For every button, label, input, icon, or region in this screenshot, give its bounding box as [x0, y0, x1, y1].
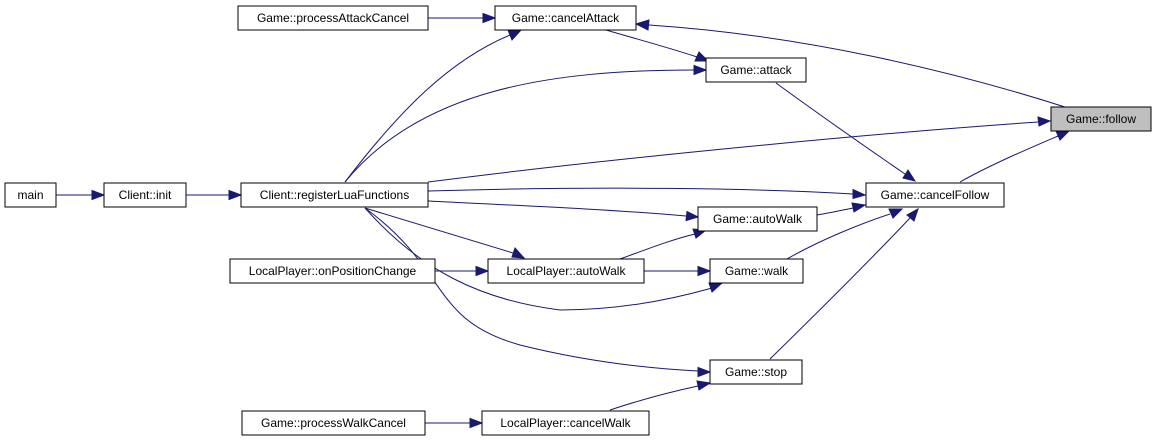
arrowhead [902, 169, 917, 182]
edge-game-stop-to-cancel-follow [769, 217, 911, 360]
edge-cancel-attack-to-attack [605, 29, 698, 58]
node-label: main [17, 188, 43, 202]
node-label: Client::init [119, 188, 172, 202]
node-label: Game::autoWalk [713, 212, 803, 226]
arrowhead [906, 207, 919, 222]
node-label: Game::cancelAttack [512, 11, 620, 25]
arrowhead [693, 64, 708, 76]
edges-layer [56, 12, 1071, 429]
arrowhead [888, 208, 904, 219]
edge-register-lua-to-follow [427, 121, 1039, 183]
node-client-init[interactable]: Client::init [103, 182, 187, 208]
arrowhead [697, 366, 712, 378]
node-local-player-auto-walk[interactable]: LocalPlayer::autoWalk [487, 258, 645, 284]
nodes-layer: Game::processAttackCancel Game::cancelAt… [4, 5, 1152, 436]
node-game-process-walk-cancel[interactable]: Game::processWalkCancel [241, 410, 426, 436]
node-label: Game::processAttackCancel [257, 11, 409, 25]
node-game-auto-walk[interactable]: Game::autoWalk [697, 206, 818, 232]
arrowhead [685, 210, 700, 222]
arrowhead [708, 282, 724, 293]
arrowhead [694, 51, 710, 62]
arrowhead [91, 189, 106, 201]
node-main[interactable]: main [4, 182, 57, 208]
edge-register-lua-to-cancel-attack [344, 34, 511, 183]
edge-register-lua-to-game-stop [364, 207, 699, 372]
arrowhead [469, 417, 484, 429]
edge-local-player-auto-walk-to-game-auto-walk [619, 233, 696, 260]
node-game-walk[interactable]: Game::walk [709, 258, 804, 284]
arrowhead [697, 265, 712, 277]
arrowhead [228, 189, 243, 201]
node-game-follow[interactable]: Game::follow [1050, 106, 1152, 132]
arrowhead [1055, 130, 1071, 141]
arrowhead [507, 29, 523, 41]
arrowhead [475, 265, 490, 277]
node-label: LocalPlayer::onPositionChange [249, 264, 417, 278]
node-label: Game::stop [725, 365, 787, 379]
edge-cancel-attack-to-follow [648, 24, 1069, 109]
node-label: Game::walk [725, 264, 789, 278]
arrowhead [1037, 116, 1052, 127]
edge-game-auto-walk-to-cancel-follow [816, 207, 854, 216]
arrowhead [511, 247, 526, 259]
node-client-register-lua-functions[interactable]: Client::registerLuaFunctions [240, 182, 429, 208]
arrowhead [696, 380, 712, 391]
node-label: LocalPlayer::cancelWalk [500, 416, 631, 430]
node-label: Client::registerLuaFunctions [260, 188, 409, 202]
edge-cancel-follow-to-follow [959, 135, 1059, 183]
node-game-cancel-attack[interactable]: Game::cancelAttack [494, 5, 637, 31]
node-label: Game::processWalkCancel [261, 416, 406, 430]
edge-register-lua-to-cancel-follow [427, 187, 854, 195]
edge-register-lua-to-attack [344, 69, 695, 183]
edge-attack-to-cancel-follow [775, 82, 906, 175]
node-game-process-attack-cancel[interactable]: Game::processAttackCancel [237, 5, 429, 31]
node-game-attack[interactable]: Game::attack [705, 57, 807, 83]
arrowhead [482, 12, 497, 24]
node-label: Game::cancelFollow [881, 188, 990, 202]
node-label: LocalPlayer::autoWalk [507, 264, 627, 278]
node-local-player-on-position-change[interactable]: LocalPlayer::onPositionChange [229, 258, 436, 284]
node-local-player-cancel-walk[interactable]: LocalPlayer::cancelWalk [481, 410, 650, 436]
arrowhead [634, 19, 650, 31]
node-game-cancel-follow[interactable]: Game::cancelFollow [865, 182, 1005, 208]
edge-cancel-walk-to-game-stop [609, 385, 699, 411]
node-label: Game::attack [720, 63, 792, 77]
arrowhead [852, 188, 867, 200]
edge-register-lua-to-game-auto-walk [427, 200, 687, 217]
edge-register-lua-to-local-player-auto-walk [364, 207, 514, 254]
arrowhead [851, 202, 867, 213]
node-label: Game::follow [1066, 112, 1136, 126]
edge-game-walk-to-cancel-follow [786, 213, 891, 260]
node-game-stop[interactable]: Game::stop [709, 359, 803, 385]
